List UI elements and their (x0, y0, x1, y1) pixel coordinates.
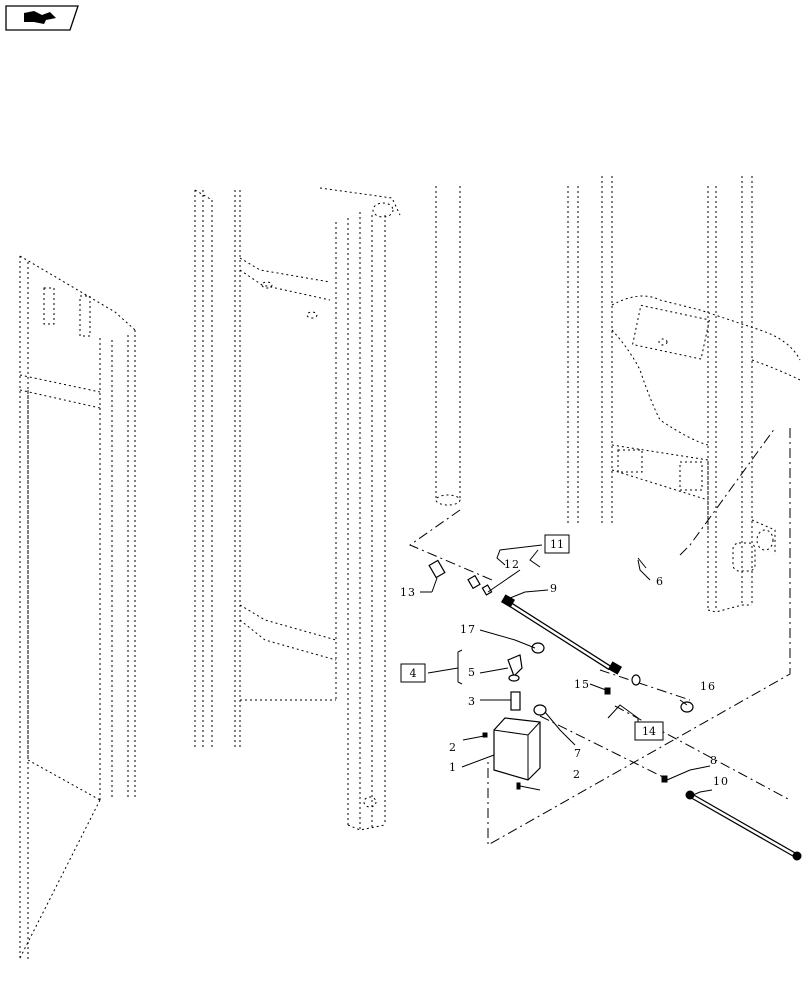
callout-17: 17 (460, 623, 476, 636)
callout-7: 7 (574, 747, 582, 760)
mast-left-section (19, 255, 136, 962)
callout-6: 6 (656, 575, 664, 588)
boxed-callout-4-label: 4 (410, 667, 417, 680)
callout-5: 5 (468, 666, 476, 679)
callout-3: 3 (468, 695, 476, 708)
boxed-callout-4: 4 (400, 663, 426, 683)
part-6-screw (637, 557, 647, 569)
callout-10: 10 (713, 775, 729, 788)
assembly-guide-lines (408, 427, 791, 846)
part-3-adapter (510, 691, 521, 711)
callout-2b: 2 (573, 768, 581, 781)
mast-right-section (567, 176, 801, 613)
callout-15: 15 (574, 678, 590, 691)
callout-2a: 2 (449, 741, 457, 754)
callout-labels: 13 12 9 6 17 5 3 15 16 2 1 7 2 8 10 (400, 558, 729, 788)
part-1-valve-block (493, 717, 541, 781)
lift-cylinder-tube (435, 186, 461, 506)
callout-1: 1 (449, 761, 457, 774)
callout-12: 12 (504, 558, 520, 571)
mast-middle-section (194, 187, 401, 831)
part-13-fitting (428, 559, 446, 593)
part-10-hose (685, 790, 802, 861)
part-7-fitting (533, 704, 547, 716)
callout-8: 8 (710, 754, 718, 767)
part-15-ring (604, 674, 641, 695)
boxed-callout-11-label: 11 (550, 538, 564, 551)
callout-16: 16 (700, 680, 716, 693)
part-17-cap (531, 642, 545, 654)
boxed-callout-14-label: 14 (642, 725, 656, 738)
boxed-callout-11: 11 (544, 534, 570, 554)
part-8-ring (661, 775, 668, 783)
part-12-fitting (467, 574, 493, 596)
boxed-callout-14: 14 (634, 721, 664, 741)
page-return-icon[interactable] (5, 5, 79, 31)
part-5-elbow (507, 654, 523, 682)
part-16-cap (680, 701, 694, 713)
leader-lines (420, 544, 713, 796)
callout-13: 13 (400, 586, 416, 599)
callout-9: 9 (550, 582, 558, 595)
